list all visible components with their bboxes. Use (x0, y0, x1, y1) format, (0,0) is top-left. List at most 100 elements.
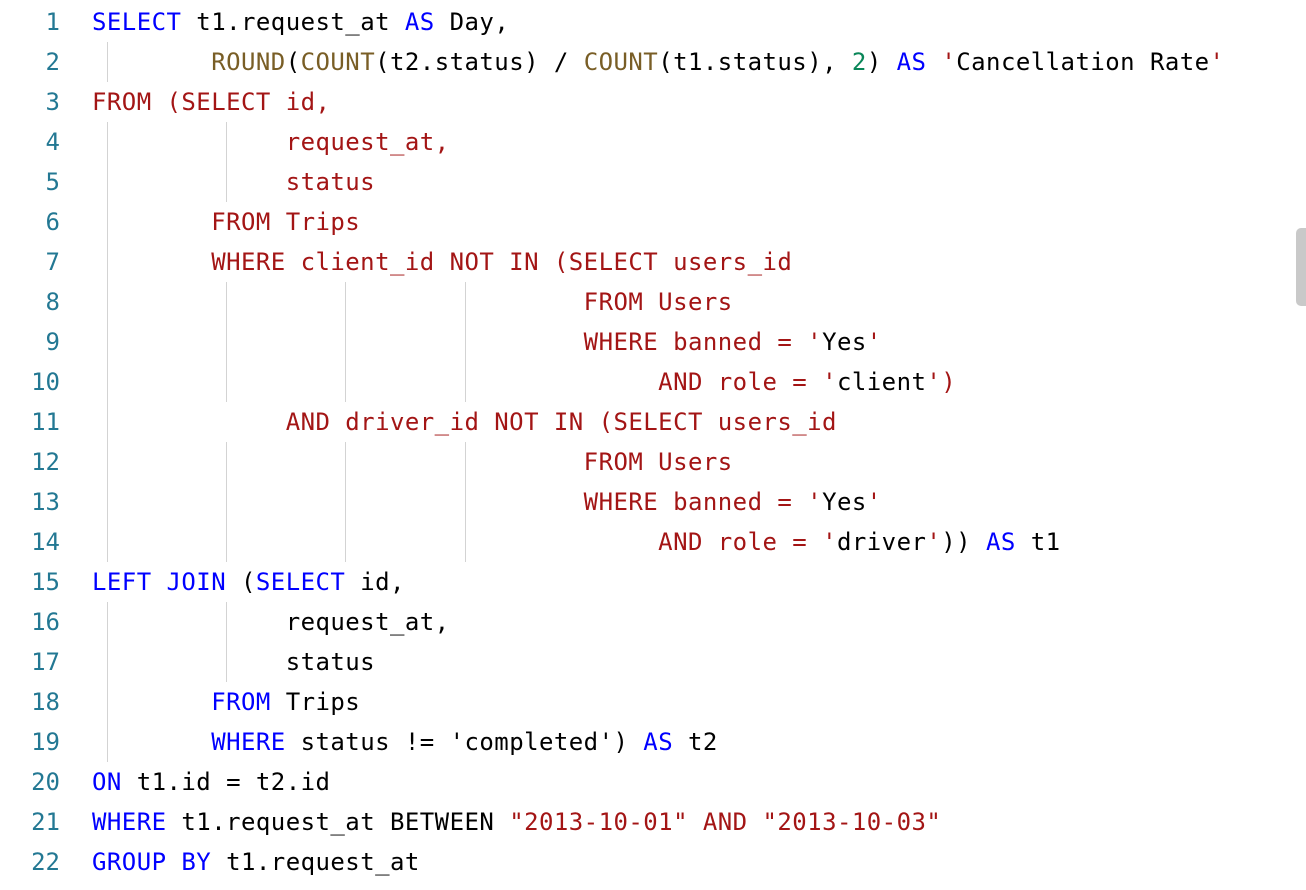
indent-guide (106, 482, 108, 522)
indent-guide (345, 362, 347, 402)
line-number: 19 (31, 728, 60, 756)
code-text[interactable]: WHERE status != 'completed') AS t2 (92, 722, 718, 762)
indent-guide (106, 162, 108, 202)
code-text[interactable]: AND driver_id NOT IN (SELECT users_id (92, 402, 837, 442)
code-line[interactable]: 12 FROM Users (0, 442, 1306, 482)
code-line[interactable]: 9 WHERE banned = 'Yes' (0, 322, 1306, 362)
indent-guide (106, 442, 108, 482)
indent-guide (226, 442, 228, 482)
code-token: Yes (822, 488, 867, 516)
code-token: FROM Users (92, 448, 733, 476)
code-token: "2013-10-01" (509, 808, 688, 836)
indent-guide (226, 162, 228, 202)
code-line[interactable]: 14 AND role = 'driver')) AS t1 (0, 522, 1306, 562)
code-token: WHERE (211, 728, 286, 756)
code-token: t1.id = t2.id (121, 768, 331, 796)
code-token: GROUP BY (92, 848, 212, 876)
line-number: 6 (45, 208, 60, 236)
code-line[interactable]: 16 request_at, (0, 602, 1306, 642)
code-line[interactable]: 5 status (0, 162, 1306, 202)
code-line[interactable]: 7 WHERE client_id NOT IN (SELECT users_i… (0, 242, 1306, 282)
code-line[interactable]: 1 SELECT t1.request_at AS Day, (0, 2, 1306, 42)
indent-guide (226, 282, 228, 322)
code-token: status != 'completed') (285, 728, 644, 756)
code-token: AS (404, 8, 435, 36)
code-text[interactable]: status (92, 642, 375, 682)
code-token: (t1.status), (658, 48, 852, 76)
code-text[interactable]: AND role = 'client') (92, 362, 956, 402)
code-line[interactable]: 8 FROM Users (0, 282, 1306, 322)
indent-guide (106, 402, 108, 442)
code-token: WHERE banned = (92, 488, 808, 516)
code-token: t1 (1015, 528, 1061, 556)
code-text[interactable]: request_at, (92, 122, 450, 162)
code-token: ROUND (211, 48, 286, 76)
code-token: t1.request_at (181, 8, 405, 36)
code-token: )) (941, 528, 986, 556)
line-number: 22 (31, 848, 60, 876)
code-text[interactable]: WHERE banned = 'Yes' (92, 482, 882, 522)
code-token: ' (926, 368, 942, 396)
code-line[interactable]: 19 WHERE status != 'completed') AS t2 (0, 722, 1306, 762)
code-token (92, 728, 211, 756)
code-token: ' (926, 528, 942, 556)
indent-guide (464, 522, 466, 562)
line-number: 2 (45, 48, 60, 76)
code-token: SELECT (92, 8, 182, 36)
line-number: 1 (45, 8, 60, 36)
code-line[interactable]: 2 ROUND(COUNT(t2.status) / COUNT(t1.stat… (0, 42, 1306, 82)
code-token: request_at, (92, 128, 450, 156)
code-token: AS (643, 728, 674, 756)
code-line[interactable]: 11 AND driver_id NOT IN (SELECT users_id (0, 402, 1306, 442)
indent-guide (226, 482, 228, 522)
code-token: ' (941, 48, 957, 76)
code-line[interactable]: 4 request_at, (0, 122, 1306, 162)
code-text[interactable]: FROM Users (92, 442, 733, 482)
code-text[interactable]: AND role = 'driver')) AS t1 (92, 522, 1061, 562)
vertical-scrollbar-thumb[interactable] (1296, 228, 1306, 306)
code-text[interactable]: LEFT JOIN (SELECT id, (92, 562, 405, 602)
code-token: ' (866, 328, 882, 356)
code-text[interactable]: request_at, (92, 602, 450, 642)
indent-guide (226, 522, 228, 562)
code-text[interactable]: FROM Trips (92, 682, 360, 722)
code-token: Trips (285, 208, 361, 236)
code-token: AND role = (92, 368, 823, 396)
code-token: Trips (270, 688, 361, 716)
code-text[interactable]: SELECT t1.request_at AS Day, (92, 2, 509, 42)
code-token: FROM (SELECT id, (92, 88, 331, 116)
code-line[interactable]: 13 WHERE banned = 'Yes' (0, 482, 1306, 522)
indent-guide (226, 362, 228, 402)
code-text[interactable]: status (92, 162, 375, 202)
code-line[interactable]: 6 FROM Trips (0, 202, 1306, 242)
code-text[interactable]: ON t1.id = t2.id (92, 762, 330, 802)
code-line[interactable]: 10 AND role = 'client') (0, 362, 1306, 402)
code-text[interactable]: ROUND(COUNT(t2.status) / COUNT(t1.status… (92, 42, 1224, 82)
code-text[interactable]: WHERE t1.request_at BETWEEN "2013-10-01"… (92, 802, 941, 842)
code-line[interactable]: 21 WHERE t1.request_at BETWEEN "2013-10-0… (0, 802, 1306, 842)
indent-guide (106, 682, 108, 722)
code-token: ON (92, 768, 122, 796)
code-text[interactable]: FROM (SELECT id, (92, 82, 330, 122)
indent-guide (226, 322, 228, 362)
code-token: status (92, 648, 376, 676)
code-text[interactable]: WHERE client_id NOT IN (SELECT users_id (92, 242, 792, 282)
line-number: 13 (31, 488, 60, 516)
indent-guide (106, 362, 108, 402)
code-token (92, 48, 211, 76)
indent-guide (464, 442, 466, 482)
code-line[interactable]: 17 status (0, 642, 1306, 682)
code-line[interactable]: 22 GROUP BY t1.request_at (0, 842, 1306, 882)
line-number: 7 (45, 248, 60, 276)
code-text[interactable]: GROUP BY t1.request_at (92, 842, 420, 882)
line-number: 21 (31, 808, 60, 836)
code-line[interactable]: 18 FROM Trips (0, 682, 1306, 722)
code-text[interactable]: FROM Trips (92, 202, 360, 242)
code-text[interactable]: FROM Users (92, 282, 733, 322)
code-token: ( (285, 48, 301, 76)
code-text[interactable]: WHERE banned = 'Yes' (92, 322, 882, 362)
